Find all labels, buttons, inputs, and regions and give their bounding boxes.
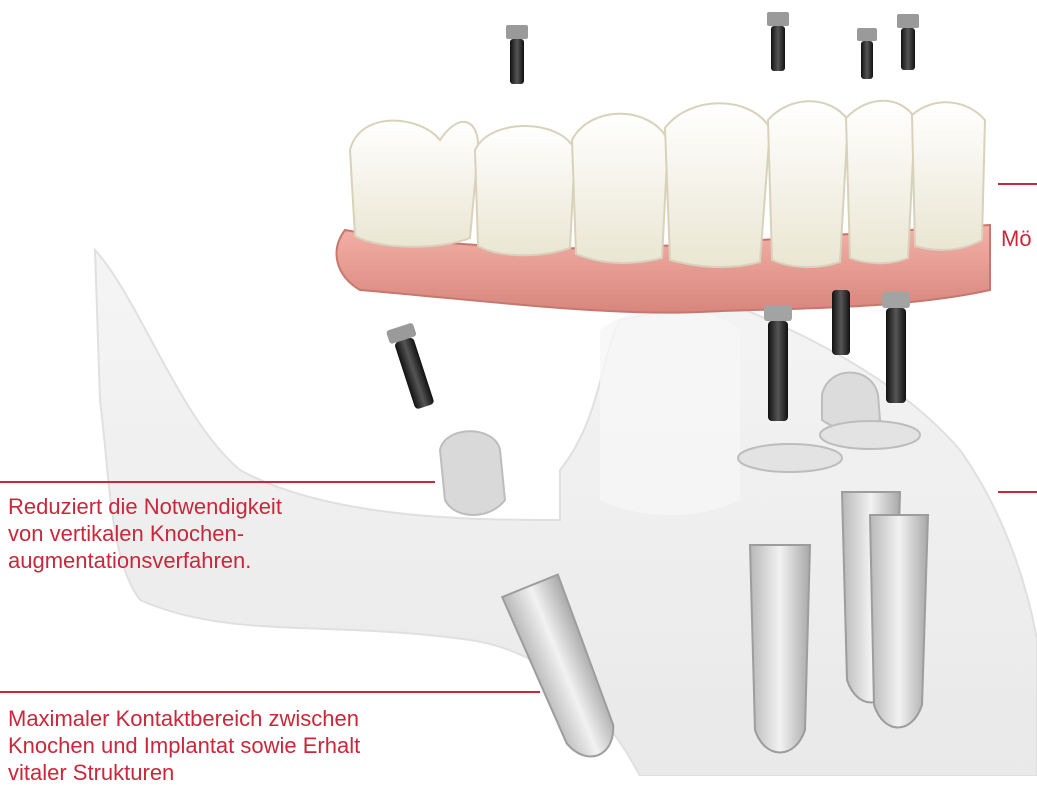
screw-icon: [506, 12, 919, 84]
annotation-line-left-bottom: [0, 691, 540, 693]
dental-bridge-icon: [337, 101, 990, 313]
annotation-line-right-middle: [998, 491, 1037, 493]
annotation-left-middle: Reduziert die Notwendigkeit von vertikal…: [8, 493, 282, 574]
annotation-top-right: Mö: [1001, 225, 1032, 252]
annotation-line-left-middle: [0, 481, 435, 483]
annotation-left-bottom: Maximaler Kontaktbereich zwischen Knoche…: [8, 705, 360, 786]
annotation-line-top-right: [998, 183, 1037, 185]
